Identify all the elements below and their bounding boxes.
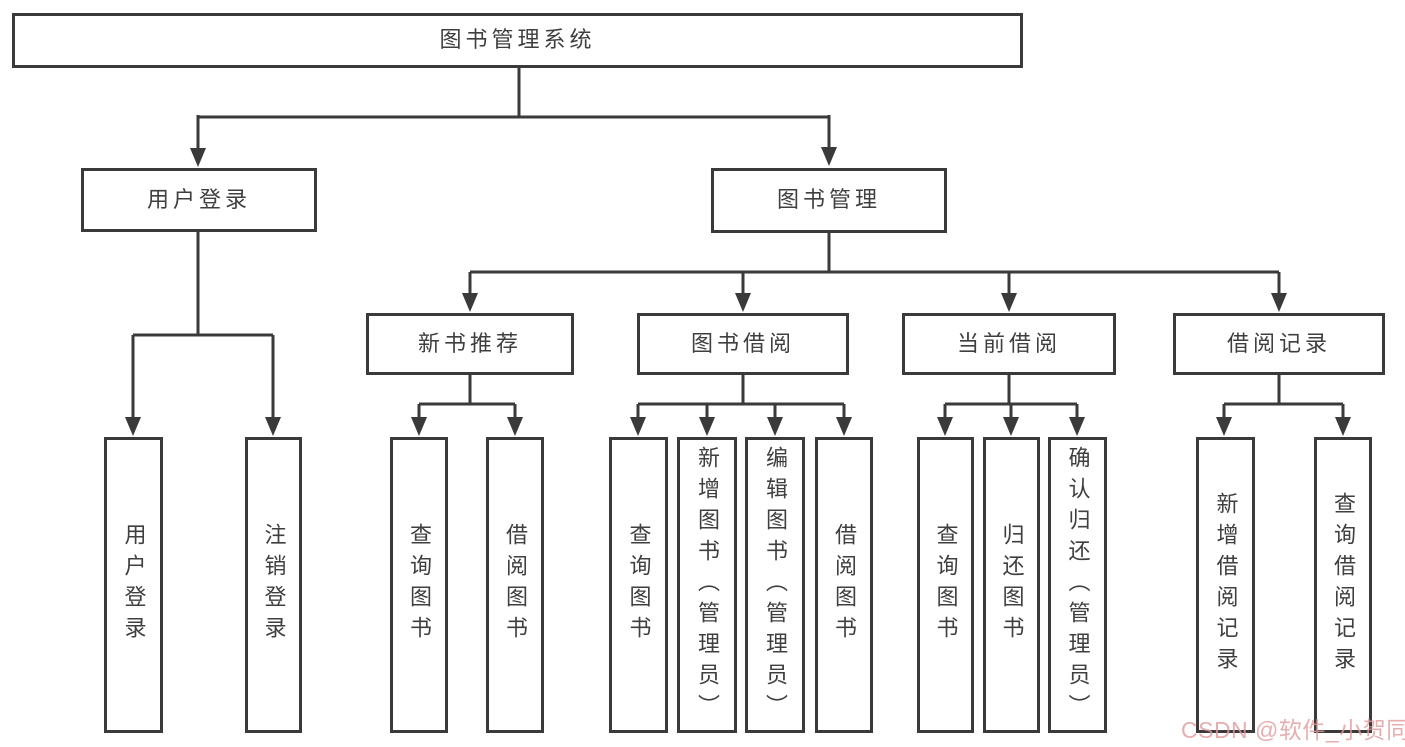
node-query-books-borrow: 查询图书 — [609, 437, 668, 733]
arrow-down-icon — [699, 417, 715, 436]
node-query-books-new: 查询图书 — [390, 437, 448, 733]
node-add-borrow-record: 新增借阅记录 — [1196, 437, 1255, 733]
arrow-down-icon — [125, 417, 141, 436]
connector-current-borrow-to-leaves — [943, 375, 1079, 419]
node-current-borrow: 当前借阅 — [902, 313, 1116, 375]
node-user-login-leaf: 用户登录 — [104, 437, 163, 733]
node-return-books: 归还图书 — [983, 437, 1040, 733]
arrow-down-icon — [1069, 417, 1085, 436]
connector-book-management-to-level3 — [468, 233, 1281, 295]
connector-new-book-to-leaves — [417, 375, 517, 419]
connector-book-borrow-to-leaves — [636, 375, 846, 419]
arrow-down-icon — [630, 417, 646, 436]
arrow-down-icon — [411, 417, 427, 436]
arrow-down-icon — [735, 293, 751, 312]
arrow-down-icon — [937, 417, 953, 436]
arrow-down-icon — [507, 417, 523, 436]
arrow-down-icon — [1271, 293, 1287, 312]
arrow-down-icon — [836, 417, 852, 436]
node-borrow-books-leaf: 借阅图书 — [815, 437, 873, 733]
arrow-down-icon — [821, 147, 837, 166]
arrow-down-icon — [767, 417, 783, 436]
node-confirm-return-admin: 确认归还（管理员） — [1048, 437, 1107, 733]
node-book-borrow: 图书借阅 — [637, 313, 849, 375]
arrow-down-icon — [1001, 293, 1017, 312]
node-query-borrow-record: 查询借阅记录 — [1314, 437, 1372, 733]
arrow-down-icon — [190, 148, 206, 167]
connector-user-login-to-leaves — [131, 232, 275, 419]
arrow-down-icon — [462, 293, 478, 312]
arrow-down-icon — [1335, 417, 1351, 436]
connector-root-to-level2 — [196, 68, 831, 150]
node-add-books-admin: 新增图书（管理员） — [677, 437, 737, 733]
node-user-login: 用户登录 — [81, 168, 317, 232]
node-query-books-current: 查询图书 — [917, 437, 974, 733]
node-logout-leaf: 注销登录 — [245, 437, 302, 733]
node-borrow-books-new: 借阅图书 — [486, 437, 544, 733]
arrow-down-icon — [265, 417, 281, 436]
node-new-book-recommend: 新书推荐 — [366, 313, 574, 375]
arrow-down-icon — [1216, 417, 1232, 436]
node-edit-books-admin: 编辑图书（管理员） — [745, 437, 805, 733]
connector-borrow-records-to-leaves — [1222, 375, 1345, 419]
node-borrow-records: 借阅记录 — [1173, 313, 1385, 375]
node-library-management-system: 图书管理系统 — [12, 13, 1023, 68]
csdn-watermark: CSDN @软件_小贺同学 — [1181, 717, 1405, 743]
node-book-management: 图书管理 — [711, 168, 947, 233]
arrow-down-icon — [1003, 417, 1019, 436]
